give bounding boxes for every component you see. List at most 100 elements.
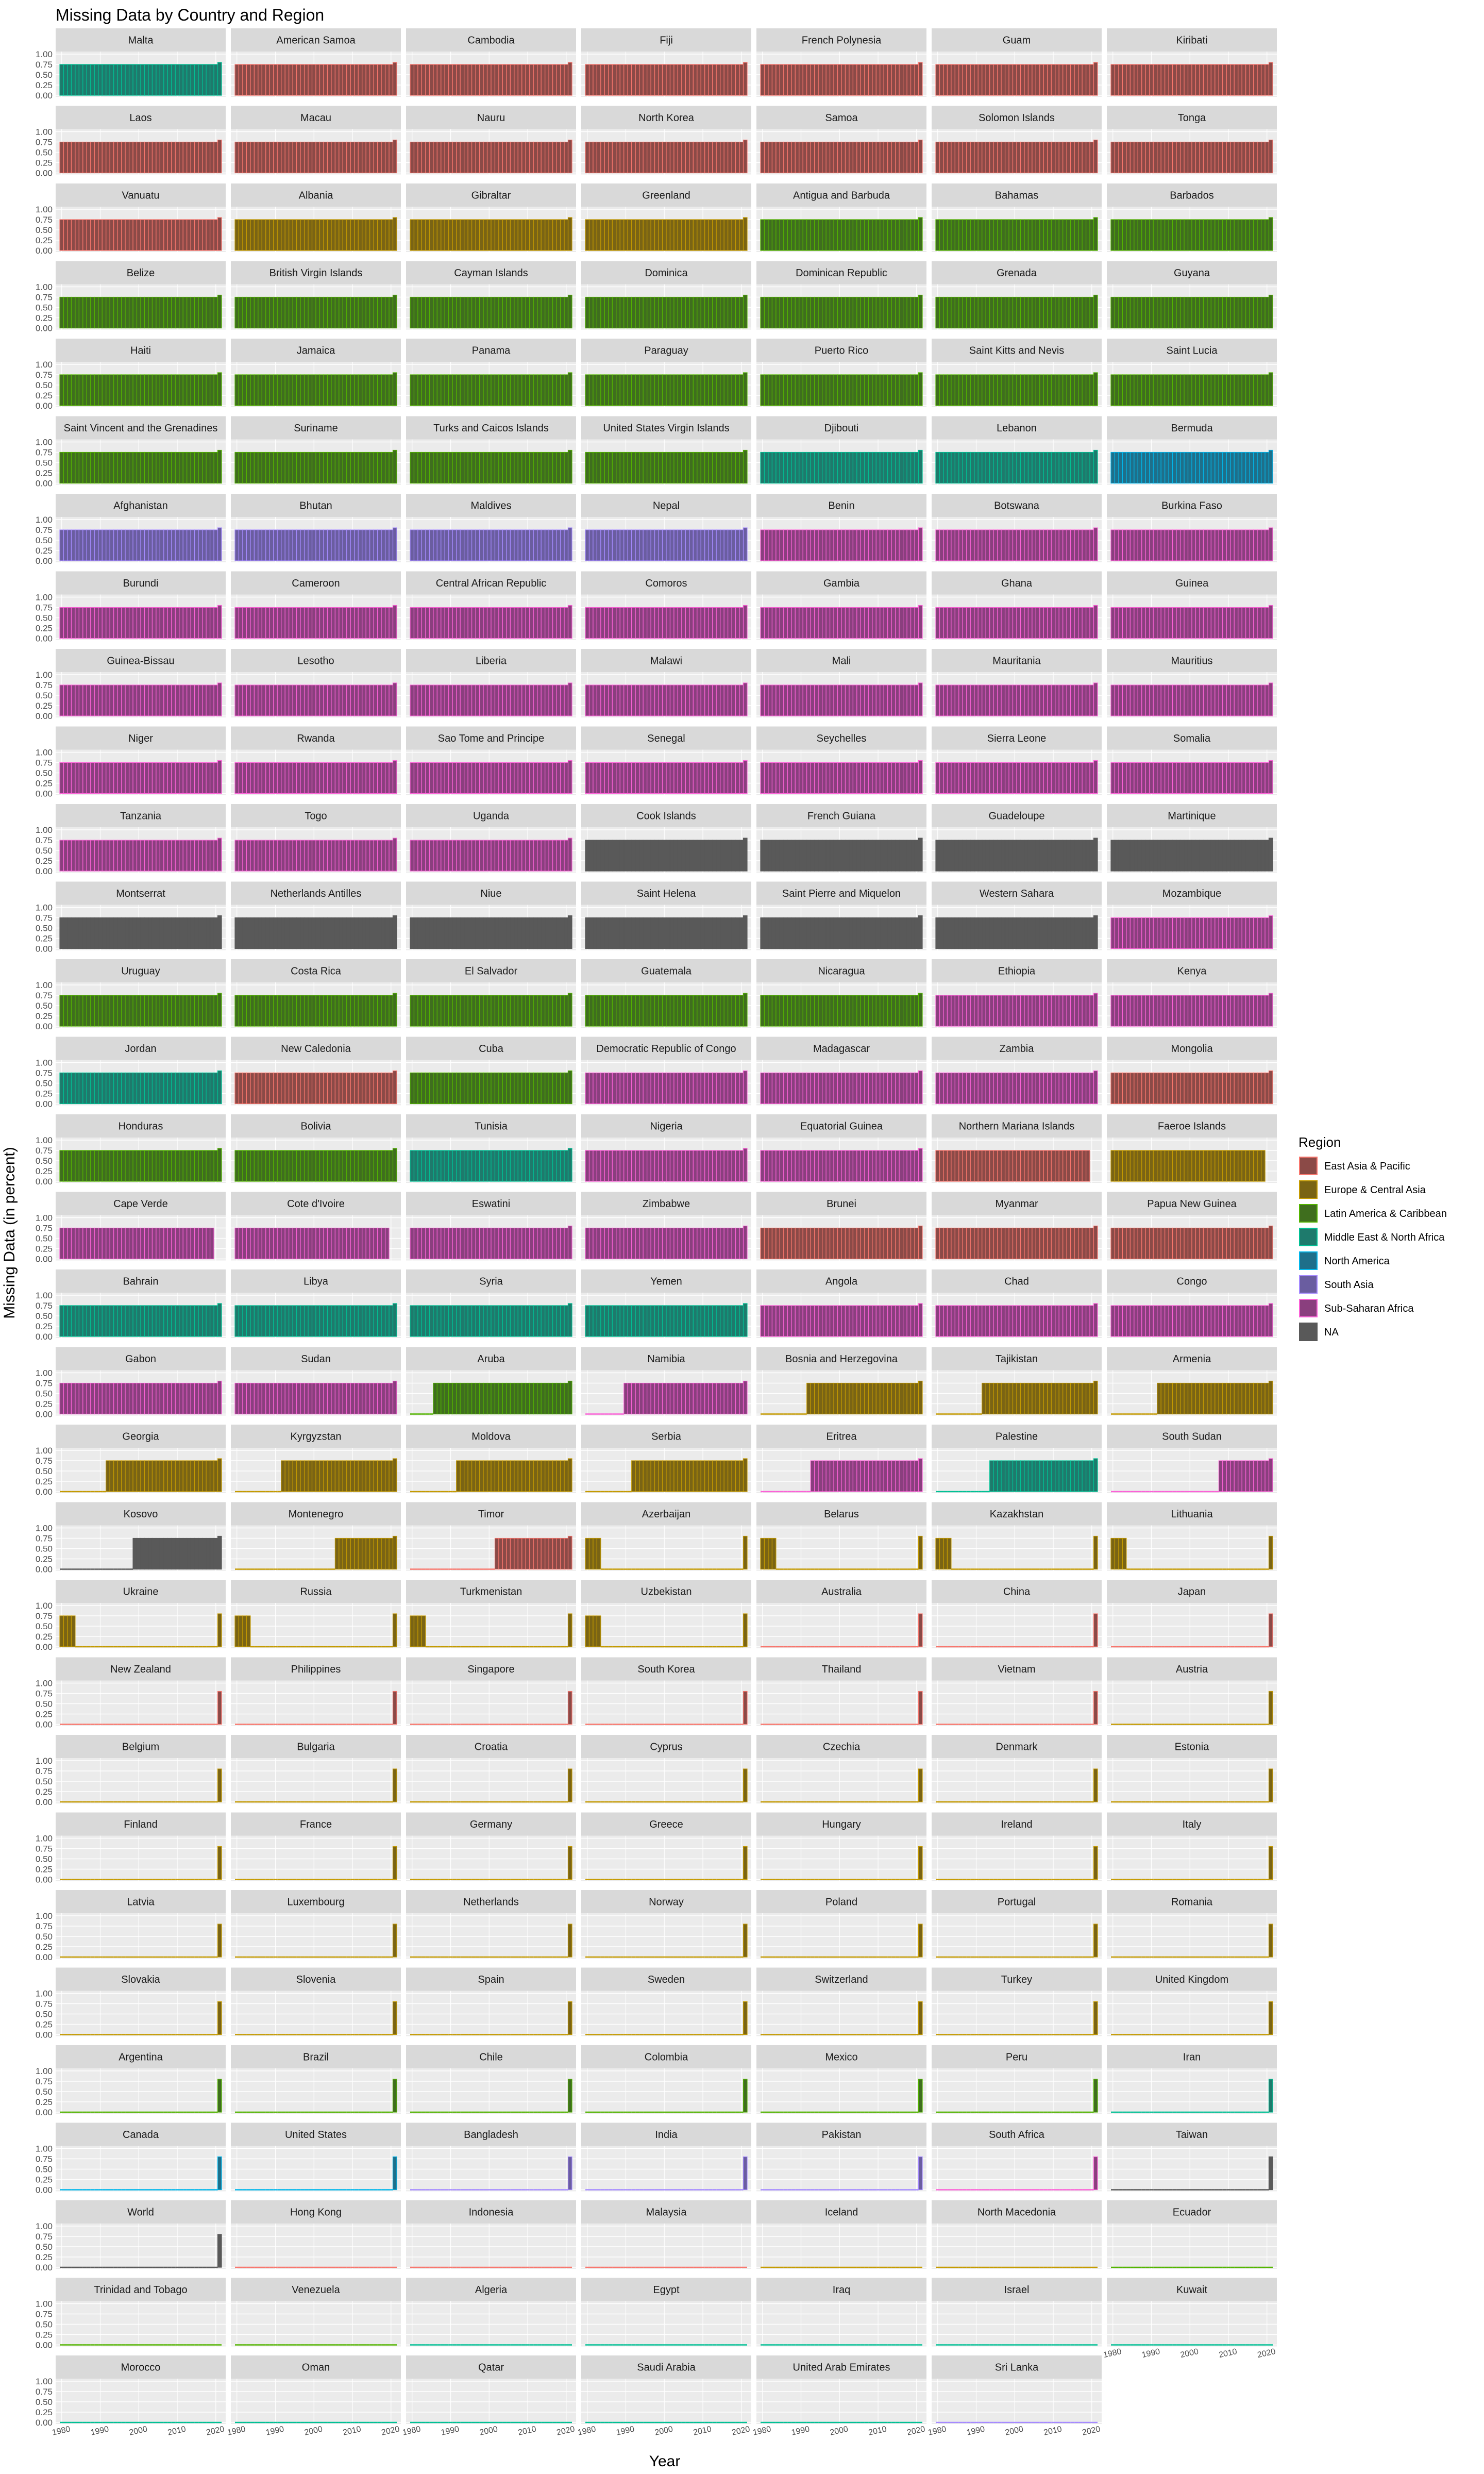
bar xyxy=(647,917,651,949)
bar xyxy=(588,64,594,96)
bar xyxy=(704,374,709,406)
bar xyxy=(277,684,282,716)
bar xyxy=(1027,296,1033,329)
bar xyxy=(1268,760,1273,794)
bar xyxy=(1222,529,1227,561)
bar xyxy=(1043,219,1048,251)
bar xyxy=(1126,684,1131,716)
bar xyxy=(254,452,259,484)
bar xyxy=(903,64,907,96)
bar xyxy=(1226,296,1231,329)
facet-label: French Guiana xyxy=(807,811,876,822)
bar xyxy=(498,684,503,716)
bar xyxy=(849,219,854,251)
facet-label: Somalia xyxy=(1173,733,1211,744)
bar xyxy=(1082,607,1087,639)
bar xyxy=(163,64,168,96)
bar xyxy=(643,684,648,716)
bar xyxy=(284,64,290,96)
bar xyxy=(1160,762,1166,794)
facet-strip xyxy=(756,649,926,672)
bar xyxy=(365,296,370,329)
bar xyxy=(389,452,394,484)
bar xyxy=(1110,452,1116,484)
bar xyxy=(658,607,663,639)
bar xyxy=(1230,141,1235,174)
bar xyxy=(109,995,114,1027)
bar xyxy=(943,374,948,406)
bar xyxy=(198,762,203,794)
bar xyxy=(943,684,948,716)
bar xyxy=(486,219,492,251)
bar xyxy=(647,762,651,794)
bar xyxy=(669,917,674,949)
bar xyxy=(720,529,724,561)
facet-panel: Guadeloupe xyxy=(932,804,1102,873)
bar xyxy=(743,605,748,639)
bar xyxy=(354,607,359,639)
bar xyxy=(1129,219,1135,251)
bar xyxy=(700,684,705,716)
bar xyxy=(799,840,803,872)
bar xyxy=(872,684,876,716)
bar xyxy=(1004,374,1009,406)
bar xyxy=(567,838,572,872)
bar xyxy=(1085,219,1090,251)
bar xyxy=(389,64,394,96)
bar xyxy=(365,529,370,561)
bar xyxy=(417,141,423,174)
bar xyxy=(1016,374,1021,406)
bar xyxy=(564,762,569,794)
bar xyxy=(1063,374,1067,406)
bar xyxy=(1264,296,1270,329)
bar xyxy=(716,529,721,561)
bar xyxy=(156,607,160,639)
bar xyxy=(1165,374,1169,406)
bar xyxy=(315,762,321,794)
bar xyxy=(720,840,724,872)
bar xyxy=(677,762,682,794)
bar xyxy=(954,219,959,251)
bar xyxy=(425,684,430,716)
bar xyxy=(1008,452,1014,484)
bar xyxy=(148,840,153,872)
bar xyxy=(993,607,998,639)
bar xyxy=(265,529,270,561)
bar xyxy=(342,762,347,794)
bar xyxy=(421,529,426,561)
bar xyxy=(67,684,72,716)
bar xyxy=(693,684,698,716)
facet-strip xyxy=(406,416,576,440)
bar xyxy=(284,529,290,561)
bar xyxy=(1055,141,1059,174)
bar xyxy=(125,995,130,1027)
bar xyxy=(935,141,940,174)
bar xyxy=(860,917,865,949)
bar xyxy=(852,452,857,484)
bar xyxy=(771,219,777,251)
bar xyxy=(716,296,721,329)
bar xyxy=(541,452,546,484)
bar xyxy=(1141,374,1146,406)
bar xyxy=(67,762,72,794)
bar xyxy=(1238,684,1242,716)
bar xyxy=(167,840,172,872)
bar xyxy=(121,374,126,406)
bar xyxy=(392,527,397,561)
bar xyxy=(448,917,453,949)
bar xyxy=(700,296,705,329)
bar xyxy=(342,917,347,949)
bar xyxy=(144,607,149,639)
bar xyxy=(1145,607,1150,639)
bar xyxy=(639,995,644,1027)
bar xyxy=(1260,141,1266,174)
facet-label: Dominican Republic xyxy=(796,268,887,279)
bar xyxy=(171,64,176,96)
bar xyxy=(806,840,811,872)
bar xyxy=(1230,684,1235,716)
bar xyxy=(1078,529,1083,561)
facet-strip xyxy=(581,726,751,750)
bar xyxy=(315,219,321,251)
bar xyxy=(612,684,617,716)
facet-label: Seychelles xyxy=(817,733,867,744)
